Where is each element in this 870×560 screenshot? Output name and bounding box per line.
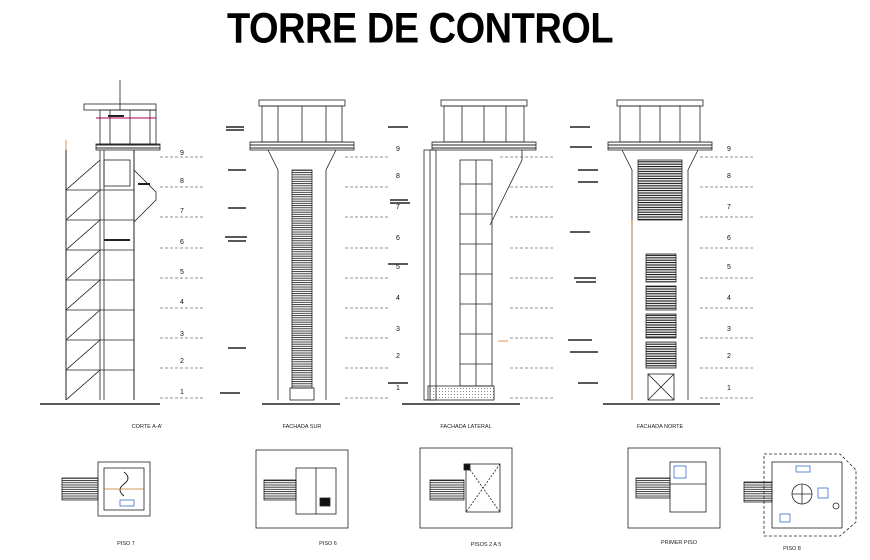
label-corte: CORTE A-A' — [131, 424, 163, 430]
label-fachada-lateral: FACHADA LATERAL — [440, 424, 492, 430]
label-piso6: PISO 6 — [319, 541, 337, 547]
norte-level-7: 7 — [727, 204, 731, 211]
lateral-level-7: 7 — [396, 204, 400, 211]
plan-piso6 — [255, 449, 349, 529]
elevation-norte — [568, 99, 720, 405]
label-piso8: PISO 8 — [783, 546, 801, 552]
lateral-level-8: 8 — [396, 173, 400, 180]
corte-level-9: 9 — [180, 150, 184, 157]
lateral-level-6: 6 — [396, 235, 400, 242]
corte-level-1: 1 — [180, 389, 184, 396]
corte-level-5: 5 — [180, 269, 184, 276]
label-primer-piso: PRIMER PISO — [660, 540, 698, 546]
norte-level-4: 4 — [727, 295, 731, 302]
level-markers: 9 8 7 6 5 4 3 2 1 9 8 7 6 5 4 3 2 1 — [345, 146, 755, 399]
lateral-level-3: 3 — [396, 326, 400, 333]
corte-level-3: 3 — [180, 331, 184, 338]
plan-pisos2a5 — [419, 447, 513, 529]
norte-level-2: 2 — [727, 353, 731, 360]
section-corte — [40, 80, 161, 405]
sheet-title: TORRE DE CONTROL — [226, 5, 614, 53]
corte-level-6: 6 — [180, 239, 184, 246]
corte-level-7: 7 — [180, 208, 184, 215]
lateral-level-1: 1 — [396, 385, 400, 392]
corte-level-4: 4 — [180, 299, 184, 306]
norte-level-6: 6 — [727, 235, 731, 242]
lateral-level-4: 4 — [396, 295, 400, 302]
corte-level-8: 8 — [180, 178, 184, 185]
label-fachada-norte: FACHADA NORTE — [636, 424, 684, 430]
elevation-lateral — [388, 99, 537, 405]
norte-level-8: 8 — [727, 173, 731, 180]
norte-level-3: 3 — [727, 326, 731, 333]
plan-piso7 — [61, 461, 151, 517]
label-pisos2a5: PISOS 2 A 5 — [470, 542, 502, 548]
lateral-level-9: 9 — [396, 146, 400, 153]
label-fachada-sur: FACHADA SUR — [282, 424, 322, 430]
norte-level-1: 1 — [727, 385, 731, 392]
norte-level-5: 5 — [727, 264, 731, 271]
label-piso7: PISO 7 — [117, 541, 135, 547]
lateral-level-5: 5 — [396, 264, 400, 271]
norte-level-9: 9 — [727, 146, 731, 153]
plan-primer-piso — [627, 447, 721, 529]
corte-level-markers: 9 8 7 6 5 4 3 2 1 — [160, 150, 205, 399]
corte-level-2: 2 — [180, 358, 184, 365]
lateral-level-2: 2 — [396, 353, 400, 360]
plan-piso8 — [743, 453, 857, 537]
elevation-sur — [220, 99, 355, 405]
